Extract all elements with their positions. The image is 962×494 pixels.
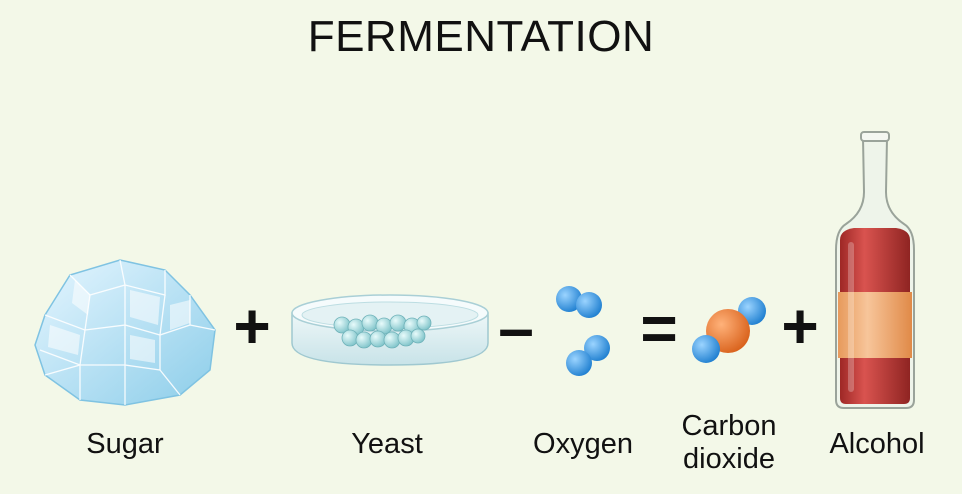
minus-operator: – xyxy=(498,292,534,364)
oxygen-molecules-icon xyxy=(556,286,610,376)
page-title: FERMENTATION xyxy=(307,12,655,61)
carbon-dioxide-label-line2: dioxide xyxy=(683,443,775,475)
yeast-label: Yeast xyxy=(351,428,423,460)
carbon-dioxide-label: Carbon dioxide xyxy=(664,410,794,476)
carbon-dioxide-molecule-icon xyxy=(692,297,766,363)
equals-operator: = xyxy=(640,292,678,364)
petri-dish-icon xyxy=(291,294,489,366)
carbon-dioxide-label-line1: Carbon xyxy=(681,410,777,442)
oxygen-label: Oxygen xyxy=(533,428,633,460)
plus-operator-2: + xyxy=(781,290,819,362)
plus-operator: + xyxy=(233,290,271,362)
sugar-cubes-icon xyxy=(34,259,216,406)
sugar-label: Sugar xyxy=(86,428,164,460)
wine-bottle-icon xyxy=(835,131,915,409)
alcohol-label: Alcohol xyxy=(829,428,925,460)
